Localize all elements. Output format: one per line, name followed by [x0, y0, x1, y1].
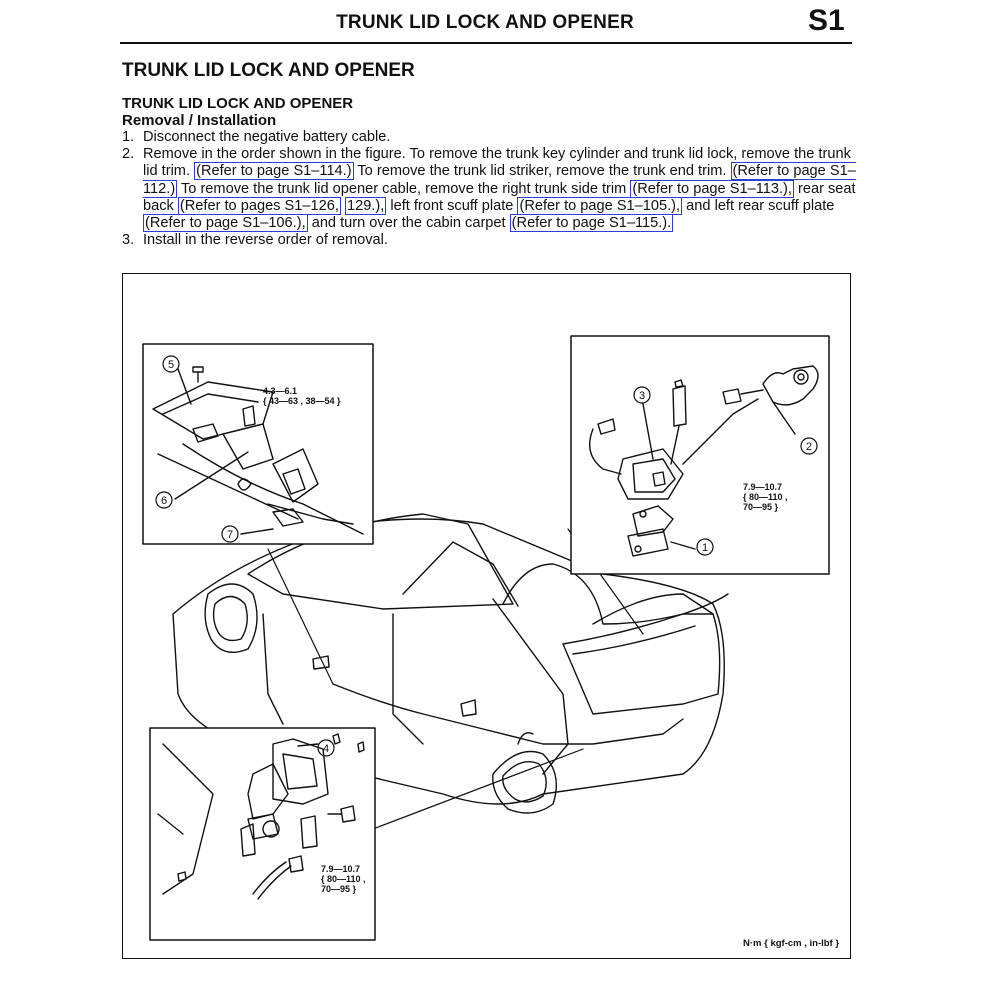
step-text-part: left front scuff plate — [390, 197, 514, 214]
callout-5: 5 — [168, 359, 174, 371]
callout-4: 4 — [323, 743, 329, 755]
figure-illustration: 5 6 7 3 2 1 4 — [142, 335, 830, 941]
inset-trunk-lid-lock — [142, 343, 374, 545]
page-link-s1-126[interactable]: (Refer to pages S1–126, — [177, 196, 341, 215]
step-text-part: To remove the trunk lid striker, remove … — [357, 163, 727, 180]
step-text-part: To remove the trunk lid opener cable, re… — [180, 180, 627, 197]
step-text: Remove in the order shown in the figure.… — [143, 146, 862, 233]
step-number: 2. — [122, 146, 135, 163]
step-1: 1. Disconnect the negative battery cable… — [122, 129, 862, 146]
page-title: TRUNK LID LOCK AND OPENER — [122, 60, 415, 81]
inset-trunk-lid-striker — [149, 727, 376, 941]
torque-spec-top-right: 7.9—10.7 { 80—110 , 70—95 } — [743, 482, 788, 512]
step-number: 1. — [122, 129, 135, 145]
page-link-129[interactable]: 129.), — [344, 196, 387, 215]
page-link-s1-114[interactable]: (Refer to page S1–114.) — [194, 162, 354, 181]
callout-1: 1 — [702, 542, 708, 554]
callout-labels: 5 6 7 3 2 1 4 — [161, 359, 812, 755]
header-rule — [120, 42, 852, 44]
callout-6: 6 — [161, 495, 167, 507]
callout-2: 2 — [806, 441, 812, 453]
page-link-s1-105[interactable]: (Refer to page S1–105.), — [517, 196, 683, 215]
page-header-title: TRUNK LID LOCK AND OPENER — [336, 12, 634, 33]
section-subheading: TRUNK LID LOCK AND OPENER — [122, 95, 354, 112]
step-number: 3. — [122, 232, 135, 249]
exploded-view-figure: 5 6 7 3 2 1 4 4.3—6.1 { 43—63 , 38—54 } … — [122, 273, 851, 959]
inset-key-cylinder — [570, 335, 830, 575]
step-text-part: Remove in the order shown in the figure.… — [143, 146, 851, 180]
step-2: 2. Remove in the order shown in the figu… — [122, 146, 862, 233]
step-text-part: and turn over the cabin carpet — [311, 215, 506, 232]
step-3: 3. Install in the reverse order of remov… — [122, 232, 862, 249]
torque-spec-top-left: 4.3—6.1 { 43—63 , 38—54 } — [263, 386, 341, 406]
procedure-steps: 1. Disconnect the negative battery cable… — [122, 129, 862, 249]
torque-spec-bottom: 7.9—10.7 { 80—110 , 70—95 } — [321, 864, 366, 894]
torque-units-note: N·m { kgf-cm , in-lbf } — [743, 938, 840, 949]
callout-circles — [155, 355, 818, 757]
procedure-heading: Removal / Installation — [122, 112, 277, 129]
step-text-part: rear seat back — [143, 180, 856, 214]
callout-7: 7 — [227, 529, 233, 541]
step-text: Install in the reverse order of removal. — [143, 232, 388, 249]
callout-3: 3 — [639, 390, 645, 402]
page-link-s1-106[interactable]: (Refer to page S1–106.), — [143, 214, 308, 233]
step-text: Disconnect the negative battery cable. — [143, 129, 391, 145]
page-link-s1-115[interactable]: (Refer to page S1–115.). — [509, 214, 674, 233]
page-link-s1-112[interactable]: (Refer to page S1–112.) — [143, 162, 856, 198]
section-code: S1 — [808, 4, 845, 37]
step-text-part: and left rear scuff plate — [686, 197, 835, 214]
page-link-s1-113[interactable]: (Refer to page S1–113.), — [630, 179, 794, 198]
